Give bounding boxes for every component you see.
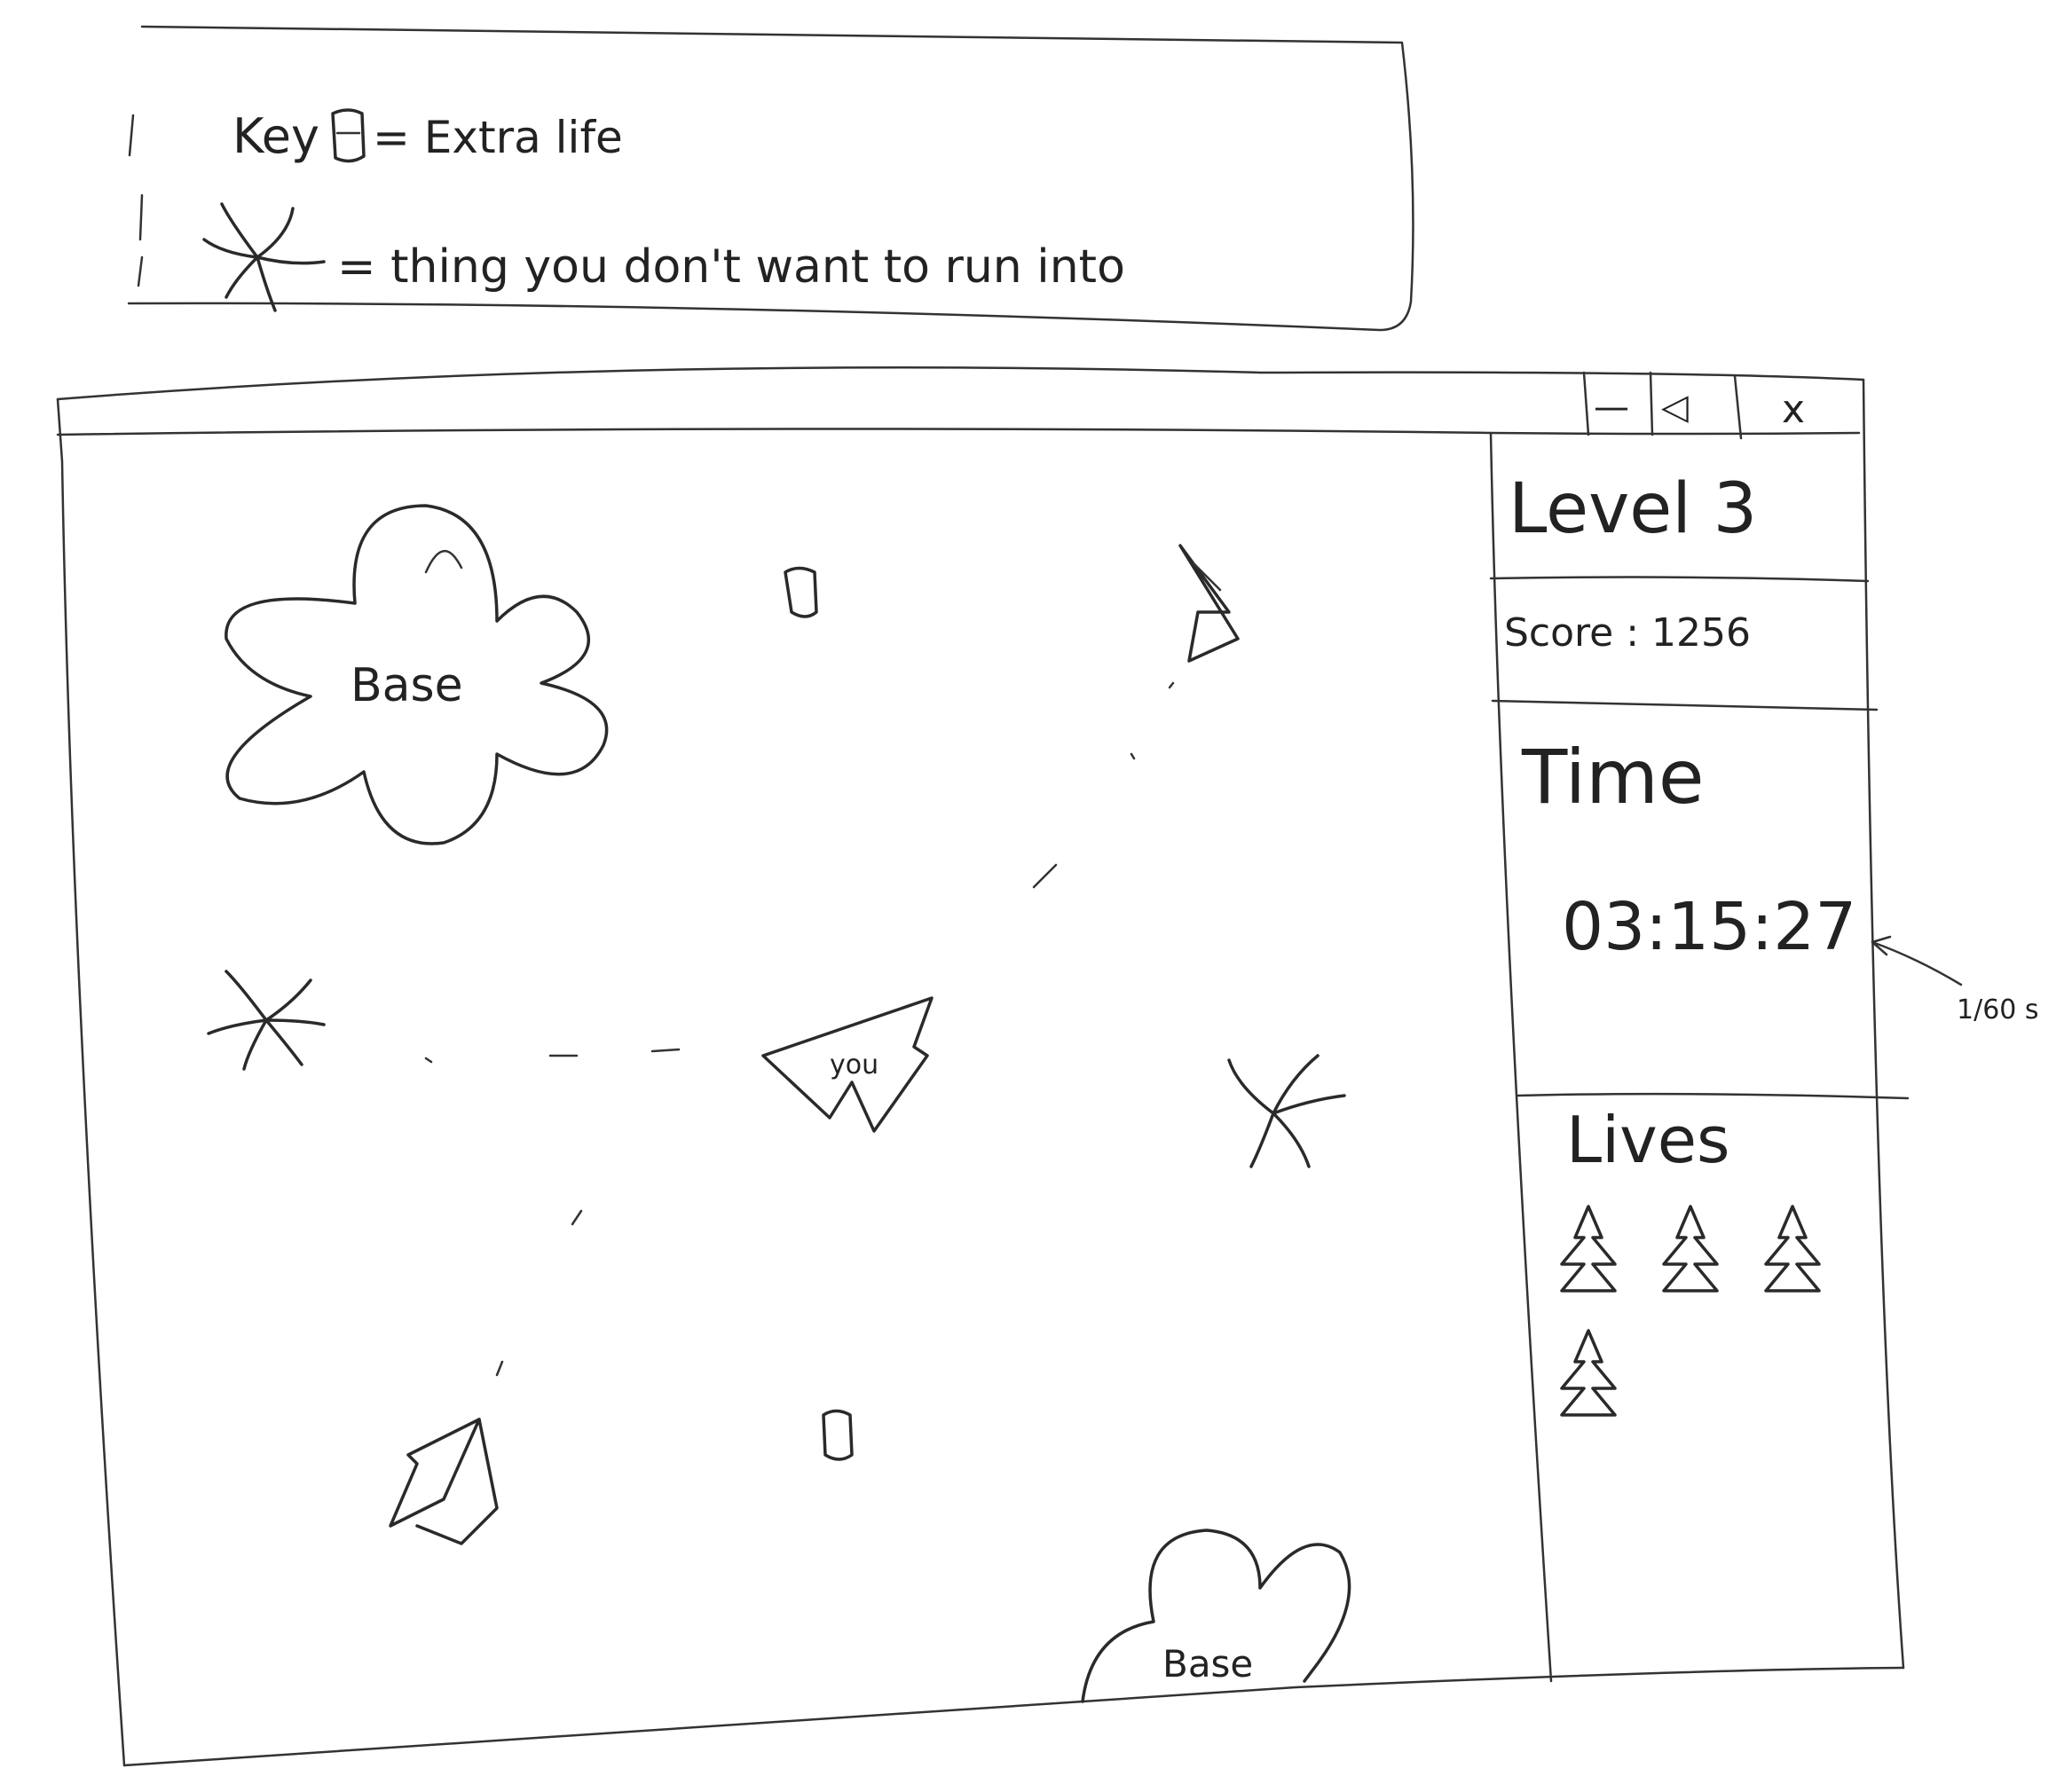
hud-panel xyxy=(1489,431,1910,1683)
legend-box xyxy=(127,25,1414,332)
life-icon xyxy=(1560,1329,1617,1417)
close-button[interactable]: x xyxy=(1744,380,1850,432)
enemy-ship xyxy=(389,1418,499,1545)
projectile-trail xyxy=(424,681,1175,1377)
player-label: you xyxy=(830,1049,878,1081)
restore-button[interactable]: ◁ xyxy=(1654,380,1734,429)
base-top-label: Base xyxy=(351,659,463,712)
restore-icon: ◁ xyxy=(1661,387,1689,428)
life-icon xyxy=(1560,1205,1617,1293)
base-bottom-label: Base xyxy=(1162,1642,1253,1686)
time-value: 03:15:27 xyxy=(1562,889,1856,965)
close-icon: x xyxy=(1782,387,1805,432)
legend-key-label: Key xyxy=(232,108,319,164)
window-controls xyxy=(1582,371,1743,440)
score-display: Score : 1256 xyxy=(1504,610,1751,656)
level-display: Level 3 xyxy=(1509,469,1757,549)
canister-icon xyxy=(331,108,366,163)
time-annotation-arrow xyxy=(1871,935,1963,986)
enemy-ship xyxy=(1178,544,1240,663)
time-label: Time xyxy=(1521,734,1705,821)
base-top xyxy=(225,504,609,845)
legend-hazard-text: = thing you don't want to run into xyxy=(337,240,1125,294)
extra-life-pickup xyxy=(822,1409,854,1461)
vortex-icon xyxy=(202,202,326,312)
lives-label: Lives xyxy=(1566,1103,1730,1177)
player-ship[interactable] xyxy=(761,996,934,1133)
minimize-icon: — xyxy=(1594,387,1629,428)
legend-extra-life-text: = Extra life xyxy=(373,112,623,163)
minimize-button[interactable]: — xyxy=(1590,380,1647,429)
vortex-hazard xyxy=(207,970,326,1071)
life-icon xyxy=(1662,1205,1719,1293)
vortex-hazard xyxy=(1227,1054,1346,1168)
time-annotation: 1/60 s xyxy=(1957,994,2039,1026)
lives-icons xyxy=(1560,1205,1821,1417)
game-window xyxy=(56,366,1905,1767)
life-icon xyxy=(1764,1205,1821,1293)
playfield: Base Base you xyxy=(207,504,1351,1703)
extra-life-pickup xyxy=(784,566,818,618)
base-bottom xyxy=(1081,1529,1351,1703)
